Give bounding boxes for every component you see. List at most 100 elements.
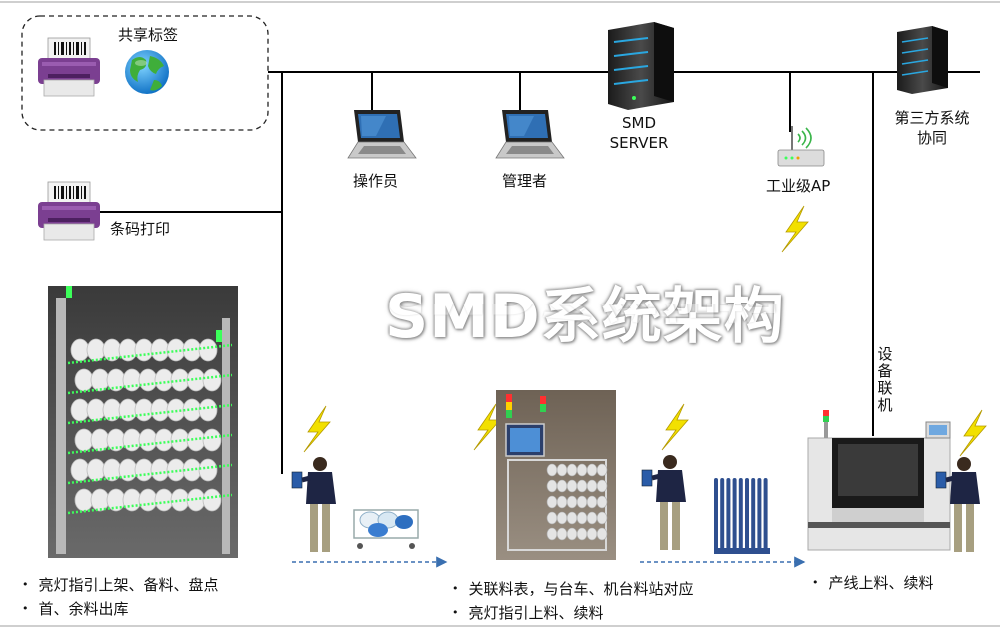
diagram-title: SMD系统架构 [385,282,785,352]
cart-reel-shape [586,511,598,525]
third-party-label-line1: 第三方系统 [894,109,970,127]
reel-shape [86,458,106,482]
reel-shape [70,338,90,362]
reel-shape [198,458,218,482]
cart-reel-shape [596,495,608,509]
worker-icon [641,455,686,550]
cart-reel-shape [596,527,608,541]
reel-shape [70,398,90,422]
device-network-label: 设备联机 [877,345,893,414]
led-strip [67,493,233,515]
cart-reel-shape [556,479,568,493]
reel-shape [202,368,222,392]
cart-reel-shape [546,463,558,477]
cart-reel-shape [556,511,568,525]
reel-shape [202,488,222,512]
reel-shape [86,398,106,422]
worker-icon [935,457,980,552]
material-cart-icon [353,509,419,549]
reel-shape [74,368,94,392]
signal-light-icon [506,394,546,418]
smd-server-label-line2: SERVER [609,134,669,152]
feeder-bar [751,478,756,550]
reel-shape [70,458,90,482]
reel-shape [86,338,106,362]
operator-label: 操作员 [353,172,399,190]
feeder-cart-photo [496,390,616,560]
shelf-bullets: 亮灯指引上架、备料、盘点 首、余料出库 [22,574,219,622]
cart-reel-shape [546,511,558,525]
reel-shape [198,398,218,422]
cart-reel-shape [556,463,568,477]
reel-shape [138,488,158,512]
led-strip [67,463,233,485]
reel-shape [202,428,222,452]
diagram-title-reflection: SMD系统架构 [385,304,805,340]
manager-laptop-icon [495,110,565,159]
wireless-lightning-icons [303,205,987,457]
feeder-bar [757,478,762,550]
reel-shape [150,398,170,422]
printer-icon [38,37,100,97]
industrial-ap-label: 工业级AP [766,177,831,195]
reel-shape [138,368,158,392]
cart-reel-shape [566,511,578,525]
worker-icon [291,457,336,552]
led-strip [67,373,233,395]
cart-reel-shape [586,527,598,541]
bullet-item: 首、余料出库 [22,598,219,622]
smt-placement-machine-icon [807,410,951,551]
manager-label: 管理者 [502,172,548,190]
line-bullets: 产线上料、续料 [812,572,934,596]
smd-server-label-line1: SMD [621,114,656,132]
network-lines [100,71,980,474]
shared-label-group-box [21,15,269,131]
feeder-bar [714,478,718,550]
cart-reel-shape [556,495,568,509]
smart-shelf-photo [48,286,238,558]
smd-server-icon [608,22,674,110]
reel-shape [90,368,110,392]
cart-reel-shape [576,479,588,493]
led-indicator-icon [66,286,222,342]
led-strip [67,433,233,455]
cart-reel-shape [566,479,578,493]
reel-shape [138,428,158,452]
cart-reel-shape [556,527,568,541]
reel-shape [154,488,174,512]
bullet-item: 产线上料、续料 [812,572,934,596]
cart-reel-shape [546,479,558,493]
reel-shape [134,338,154,362]
cart-reel-shape [566,527,578,541]
cart-reel-shape [576,495,588,509]
bullet-item: 亮灯指引上料、续料 [452,602,694,626]
smd-server-label: SMD SERVER [604,113,674,153]
reel-shape [154,368,174,392]
industrial-ap-icon [777,126,825,167]
feeder-bar [763,478,768,550]
cart-reel-shape [566,463,578,477]
led-strip [67,403,233,425]
reel-shape [90,428,110,452]
feeder-bar [745,478,749,550]
reel-shape [150,338,170,362]
cart-reel-shape [596,511,608,525]
cart-reel-shape [546,495,558,509]
reel-shape [134,398,154,422]
operator-laptop-icon [347,110,417,159]
cart-reel-shape [586,495,598,509]
third-party-label: 第三方系统 协同 [884,108,980,148]
barcode-printer-icon [38,181,100,241]
reel-shape [74,428,94,452]
feeder-bar [732,478,737,550]
third-party-server-icon [897,26,948,94]
globe-icon [125,50,169,94]
cart-reel-shape [596,479,608,493]
feeder-bar [726,478,731,550]
third-party-label-line2: 协同 [916,129,947,147]
cart-reel-shape [586,479,598,493]
cart-reel-shape [566,495,578,509]
feeder-bar [720,478,725,550]
reel-shape [150,458,170,482]
